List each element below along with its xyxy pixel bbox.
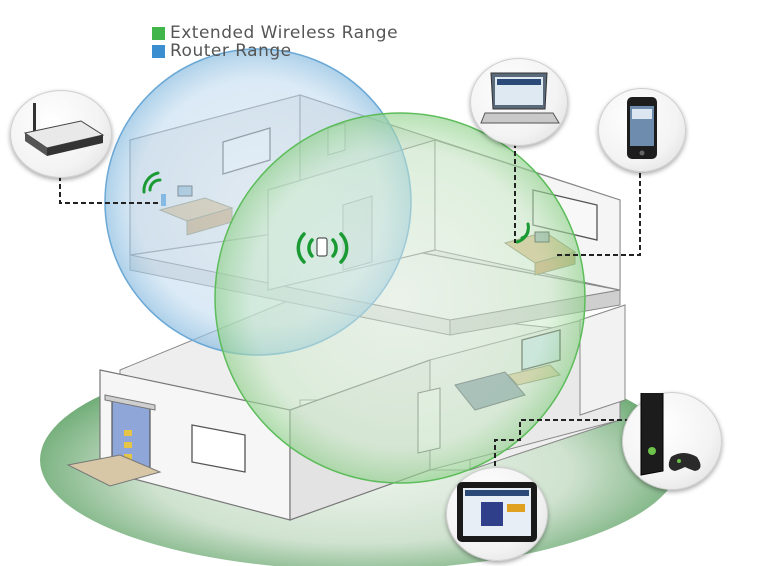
laptop-bubble	[470, 58, 568, 146]
connector-lines	[59, 135, 641, 468]
extended-range-circle	[214, 112, 586, 484]
smartphone-bubble	[598, 88, 686, 172]
router-icon	[23, 103, 105, 156]
extender-device	[296, 232, 349, 264]
legend: Extended Wireless Range Router Range	[152, 24, 398, 60]
legend-item-router: Router Range	[152, 42, 398, 60]
tablet-bubble	[446, 467, 548, 561]
signal-waves-router	[142, 171, 162, 194]
game-console-bubble	[622, 392, 722, 490]
legend-item-extended: Extended Wireless Range	[152, 24, 398, 42]
game-console-icon	[640, 393, 701, 476]
router-range-swatch	[152, 44, 165, 58]
extended-range-swatch	[152, 26, 165, 40]
tablet-icon	[457, 482, 537, 542]
legend-label-router: Router Range	[170, 41, 292, 61]
laptop-icon	[480, 72, 560, 124]
smartphone-icon	[627, 97, 657, 159]
router-bubble	[10, 90, 112, 178]
signal-waves-laptop	[515, 222, 530, 244]
legend-label-extended: Extended Wireless Range	[170, 23, 399, 43]
